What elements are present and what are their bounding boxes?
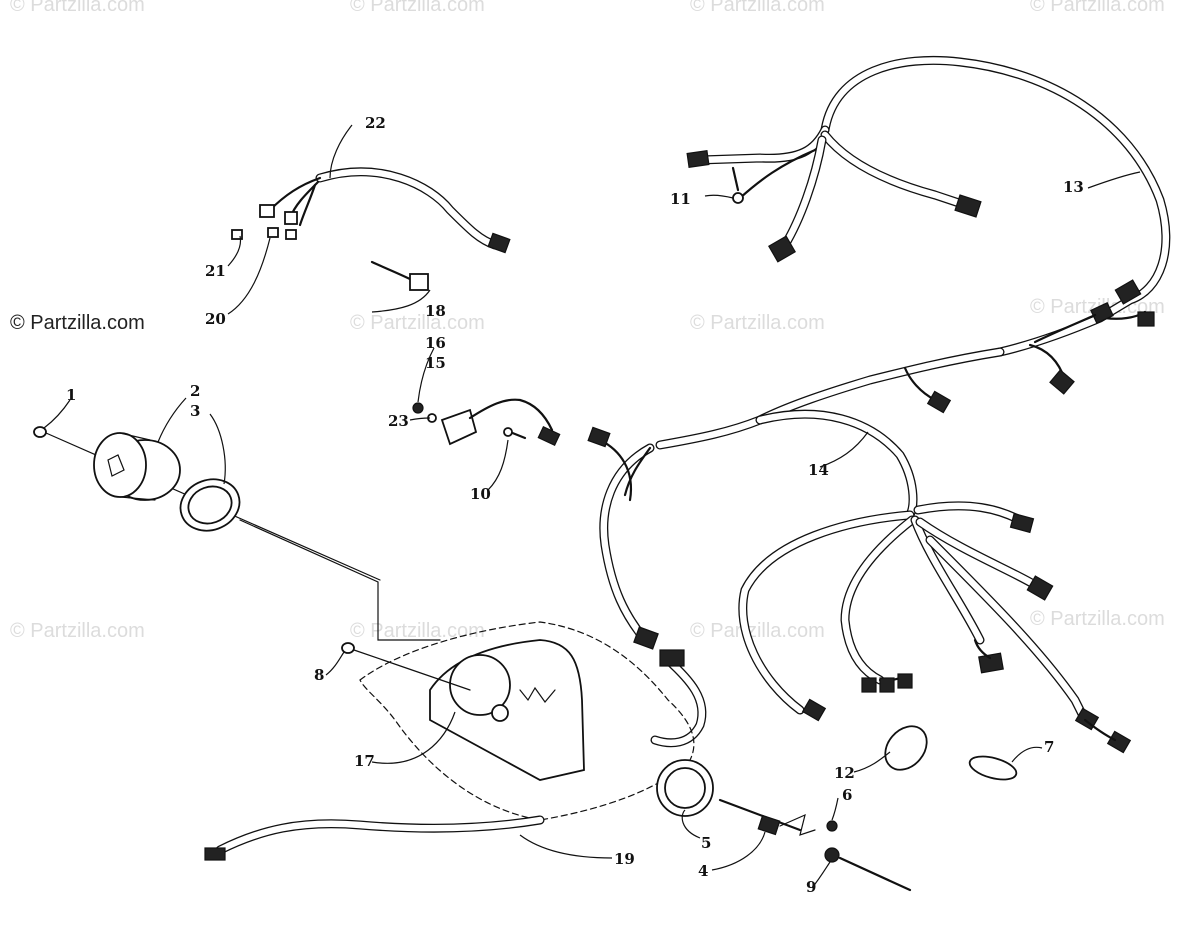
cable-19 bbox=[204, 815, 545, 861]
clamp-12 bbox=[884, 725, 928, 771]
screw-10 bbox=[503, 427, 527, 440]
callout-22: 22 bbox=[365, 114, 386, 132]
watermark-low-4: © Partzilla.com bbox=[1030, 608, 1165, 630]
nut-6 bbox=[826, 820, 838, 832]
callout-17: 17 bbox=[354, 752, 375, 770]
callout-21: 21 bbox=[205, 262, 226, 280]
wiring-harness-22 bbox=[231, 167, 511, 254]
sensor-4 bbox=[718, 798, 816, 836]
ring-5 bbox=[656, 759, 714, 817]
callout-2: 2 bbox=[190, 382, 200, 400]
wiring-harness-13 bbox=[655, 55, 1171, 450]
callout-labels: 1 2 3 4 5 6 7 8 9 10 11 12 13 14 15 16 1… bbox=[66, 114, 1084, 896]
watermark-low-3: © Partzilla.com bbox=[690, 620, 825, 642]
callout-20: 20 bbox=[205, 310, 226, 328]
watermark-top-4: © Partzilla.com bbox=[1030, 0, 1165, 16]
callout-10: 10 bbox=[470, 485, 491, 503]
callout-15: 15 bbox=[425, 354, 446, 372]
probe-9 bbox=[824, 847, 912, 892]
callout-5: 5 bbox=[701, 834, 711, 852]
callout-7: 7 bbox=[1044, 738, 1054, 756]
gauge-assembly bbox=[33, 426, 381, 581]
callout-16: 16 bbox=[425, 334, 446, 352]
watermark-low-2: © Partzilla.com bbox=[350, 620, 485, 642]
bolt-11 bbox=[731, 166, 744, 204]
watermark-top-2: © Partzilla.com bbox=[350, 0, 485, 16]
clamp-7 bbox=[968, 755, 1018, 781]
callout-9: 9 bbox=[806, 878, 816, 896]
relay-15 bbox=[412, 398, 561, 447]
watermark-mid-3: © Partzilla.com bbox=[690, 312, 825, 334]
callout-13: 13 bbox=[1063, 178, 1084, 196]
watermark-low-1: © Partzilla.com bbox=[10, 620, 145, 642]
callout-4: 4 bbox=[698, 862, 708, 880]
watermark-mid-2: © Partzilla.com bbox=[350, 312, 485, 334]
callout-1: 1 bbox=[66, 386, 76, 404]
callout-19: 19 bbox=[614, 850, 635, 868]
callout-14: 14 bbox=[808, 461, 829, 479]
callout-23: 23 bbox=[388, 412, 409, 430]
callout-11: 11 bbox=[670, 190, 691, 208]
callout-6: 6 bbox=[842, 786, 852, 804]
callout-12: 12 bbox=[834, 764, 855, 782]
callout-8: 8 bbox=[314, 666, 324, 684]
switch-18 bbox=[370, 260, 429, 291]
watermark-top-3: © Partzilla.com bbox=[690, 0, 825, 16]
leader-lines bbox=[43, 124, 1141, 889]
dash-panel-17 bbox=[341, 621, 695, 821]
callout-3: 3 bbox=[190, 402, 200, 420]
wiring-harness-14 bbox=[587, 409, 1132, 754]
assembly-line-gauge bbox=[239, 519, 441, 641]
callout-18: 18 bbox=[425, 302, 446, 320]
watermark-main: © Partzilla.com bbox=[10, 312, 145, 334]
watermark-top-1: © Partzilla.com bbox=[10, 0, 145, 16]
